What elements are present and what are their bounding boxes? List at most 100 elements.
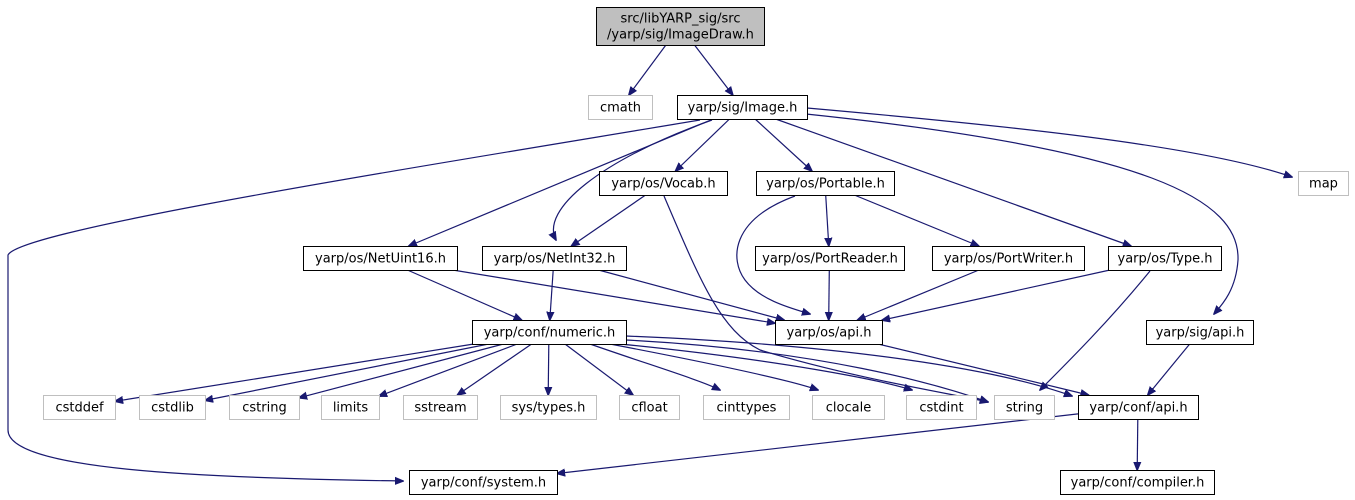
node-compiler[interactable]: yarp/conf/compiler.h xyxy=(1060,470,1215,495)
node-label-cstdint: cstdint xyxy=(919,401,963,416)
node-label-sstream: sstream xyxy=(414,401,466,416)
edge-imagedraw-to-image xyxy=(694,44,733,95)
edge-numeric-to-sstream xyxy=(457,343,532,395)
node-label-imagedraw-1: /yarp/sig/ImageDraw.h xyxy=(607,28,754,43)
node-imagedraw[interactable]: src/libYARP_sig/src/yarp/sig/ImageDraw.h xyxy=(596,7,765,46)
node-label-cinttypes: cinttypes xyxy=(717,401,777,416)
node-label-system: yarp/conf/system.h xyxy=(421,476,546,491)
edge-imagedraw-to-cmath xyxy=(629,44,667,95)
edge-netint32-to-osapi xyxy=(598,269,785,320)
node-sigapi[interactable]: yarp/sig/api.h xyxy=(1146,320,1254,345)
node-vocab[interactable]: yarp/os/Vocab.h xyxy=(599,171,728,196)
node-box-portreader xyxy=(755,246,905,271)
node-label-netint32: yarp/os/NetInt32.h xyxy=(494,252,616,267)
node-string: string xyxy=(994,395,1055,420)
node-netuint16[interactable]: yarp/os/NetUint16.h xyxy=(303,246,458,271)
edge-vocab-to-string xyxy=(663,195,988,402)
node-sstream: sstream xyxy=(403,395,478,420)
edge-numeric-to-cfloat xyxy=(564,343,633,395)
edge-image-to-portable xyxy=(754,118,812,171)
node-numeric[interactable]: yarp/conf/numeric.h xyxy=(472,320,627,345)
node-box-systypes xyxy=(500,395,597,420)
edge-numeric-to-cstdlib xyxy=(205,343,489,400)
edges-layer xyxy=(7,44,1292,481)
node-box-netint32 xyxy=(482,246,627,271)
node-map: map xyxy=(1298,171,1349,196)
node-label-cstddef: cstddef xyxy=(55,401,104,416)
node-box-cfloat xyxy=(619,395,680,420)
node-osapi[interactable]: yarp/os/api.h xyxy=(775,320,883,345)
node-box-numeric xyxy=(472,320,627,345)
node-label-image: yarp/sig/Image.h xyxy=(688,101,798,116)
edge-image-to-netint32 xyxy=(553,119,713,240)
edge-type-to-osapi xyxy=(882,269,1111,320)
edge-numeric-to-confapi xyxy=(625,335,1072,396)
node-box-cinttypes xyxy=(703,395,790,420)
node-cstdint: cstdint xyxy=(906,395,977,420)
node-limits: limits xyxy=(321,395,380,420)
node-box-sstream xyxy=(403,395,478,420)
node-netint32[interactable]: yarp/os/NetInt32.h xyxy=(482,246,627,271)
edge-numeric-to-cstddef xyxy=(115,343,474,401)
node-label-portwriter: yarp/os/PortWriter.h xyxy=(944,252,1073,267)
node-box-compiler xyxy=(1060,470,1215,495)
node-system[interactable]: yarp/conf/system.h xyxy=(409,470,558,495)
node-label-clocale: clocale xyxy=(826,401,871,416)
node-label-limits: limits xyxy=(333,401,369,416)
edge-image-to-sigapi xyxy=(805,113,1239,314)
node-clocale: clocale xyxy=(812,395,885,420)
node-label-numeric: yarp/conf/numeric.h xyxy=(484,326,616,341)
node-label-osapi: yarp/os/api.h xyxy=(787,326,872,341)
node-box-cstring xyxy=(229,395,300,420)
node-label-imagedraw-0: src/libYARP_sig/src xyxy=(620,12,740,27)
node-portwriter[interactable]: yarp/os/PortWriter.h xyxy=(932,246,1085,271)
edge-image-to-vocab xyxy=(676,118,730,171)
edge-portable-to-portreader xyxy=(826,194,829,246)
node-label-map: map xyxy=(1309,177,1338,192)
edge-numeric-to-limits xyxy=(379,343,518,396)
node-box-type xyxy=(1108,246,1222,271)
node-label-cstdlib: cstdlib xyxy=(151,401,194,416)
node-confapi[interactable]: yarp/conf/api.h xyxy=(1078,395,1199,420)
node-box-confapi xyxy=(1078,395,1199,420)
node-label-portreader: yarp/os/PortReader.h xyxy=(762,252,898,267)
node-type[interactable]: yarp/os/Type.h xyxy=(1108,246,1222,271)
edge-portable-to-portwriter xyxy=(854,194,978,246)
node-box-clocale xyxy=(812,395,885,420)
node-label-confapi: yarp/conf/api.h xyxy=(1089,401,1187,416)
node-portable[interactable]: yarp/os/Portable.h xyxy=(756,171,895,196)
edge-portwriter-to-osapi xyxy=(858,269,980,320)
node-label-cstring: cstring xyxy=(242,401,286,416)
node-box-cmath xyxy=(588,95,653,120)
node-label-string: string xyxy=(1006,401,1043,416)
edge-image-to-map xyxy=(806,107,1292,177)
edge-numeric-to-string xyxy=(625,339,988,402)
node-portreader[interactable]: yarp/os/PortReader.h xyxy=(755,246,905,271)
node-label-type: yarp/os/Type.h xyxy=(1118,252,1213,267)
node-label-cfloat: cfloat xyxy=(631,401,667,416)
node-box-cstdint xyxy=(906,395,977,420)
node-box-osapi xyxy=(775,320,883,345)
node-cstddef: cstddef xyxy=(43,395,116,420)
node-box-image xyxy=(677,95,808,120)
node-label-netuint16: yarp/os/NetUint16.h xyxy=(315,252,446,267)
edge-image-to-system xyxy=(7,119,701,481)
node-label-systypes: sys/types.h xyxy=(512,401,586,416)
node-box-string xyxy=(994,395,1055,420)
node-box-imagedraw xyxy=(596,7,765,46)
node-box-cstdlib xyxy=(139,395,206,420)
node-label-compiler: yarp/conf/compiler.h xyxy=(1071,476,1205,491)
node-systypes: sys/types.h xyxy=(500,395,597,420)
node-box-netuint16 xyxy=(303,246,458,271)
node-label-cmath: cmath xyxy=(600,101,641,116)
edge-confapi-to-compiler xyxy=(1137,418,1138,470)
node-image[interactable]: yarp/sig/Image.h xyxy=(677,95,808,120)
node-box-map xyxy=(1298,171,1349,196)
edge-netuint16-to-numeric xyxy=(407,269,521,320)
node-box-sigapi xyxy=(1146,320,1254,345)
node-cstdlib: cstdlib xyxy=(139,395,206,420)
edge-osapi-to-confapi xyxy=(877,343,1089,395)
node-box-cstddef xyxy=(43,395,116,420)
node-box-portwriter xyxy=(932,246,1085,271)
